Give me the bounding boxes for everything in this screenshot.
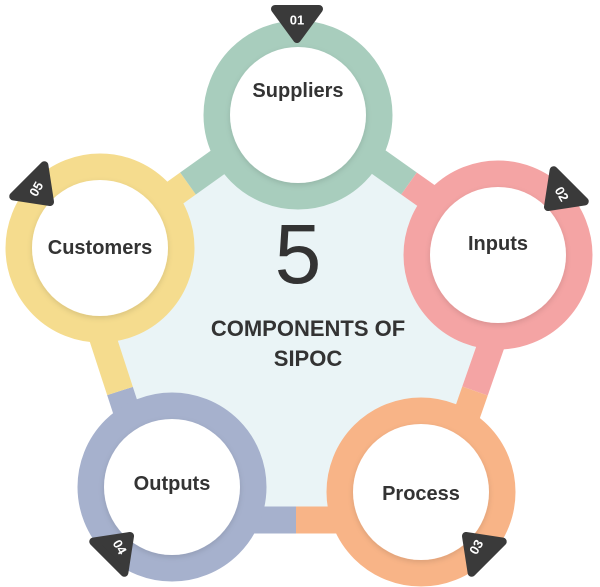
big-number: 5 [275, 207, 322, 301]
badge-number: 01 [290, 12, 304, 27]
ring-outputs [77, 392, 267, 582]
badge-02: 02 [543, 166, 589, 212]
center-title-line1: COMPONENTS OF [211, 316, 405, 341]
triangle-badge-icon [89, 531, 135, 577]
component-label: Outputs [134, 473, 211, 495]
ring-customers [5, 153, 195, 343]
component-label: Inputs [468, 233, 528, 255]
badge-04: 04 [89, 531, 135, 577]
badge-number: 03 [466, 537, 486, 557]
badge-number: 05 [26, 179, 46, 199]
circle-suppliers [230, 47, 366, 183]
circle-outputs [104, 419, 240, 555]
badge-05: 05 [9, 161, 55, 207]
circle-customers [32, 180, 168, 316]
triangle-badge-icon [461, 531, 507, 577]
center-title-line2: SIPOC [274, 346, 343, 371]
ring-inputs [403, 160, 593, 350]
component-label: Customers [48, 237, 152, 259]
circle-process [353, 424, 489, 560]
triangle-badge-icon [543, 166, 589, 212]
triangle-badge-icon [271, 5, 323, 43]
badge-03: 03 [461, 531, 507, 577]
component-label: Process [382, 483, 460, 505]
ring-process [326, 397, 516, 587]
triangle-badge-icon [9, 161, 55, 207]
circle-inputs [430, 187, 566, 323]
badge-number: 02 [552, 184, 572, 204]
component-label: Suppliers [252, 80, 343, 102]
badge-01: 01 [271, 5, 323, 43]
